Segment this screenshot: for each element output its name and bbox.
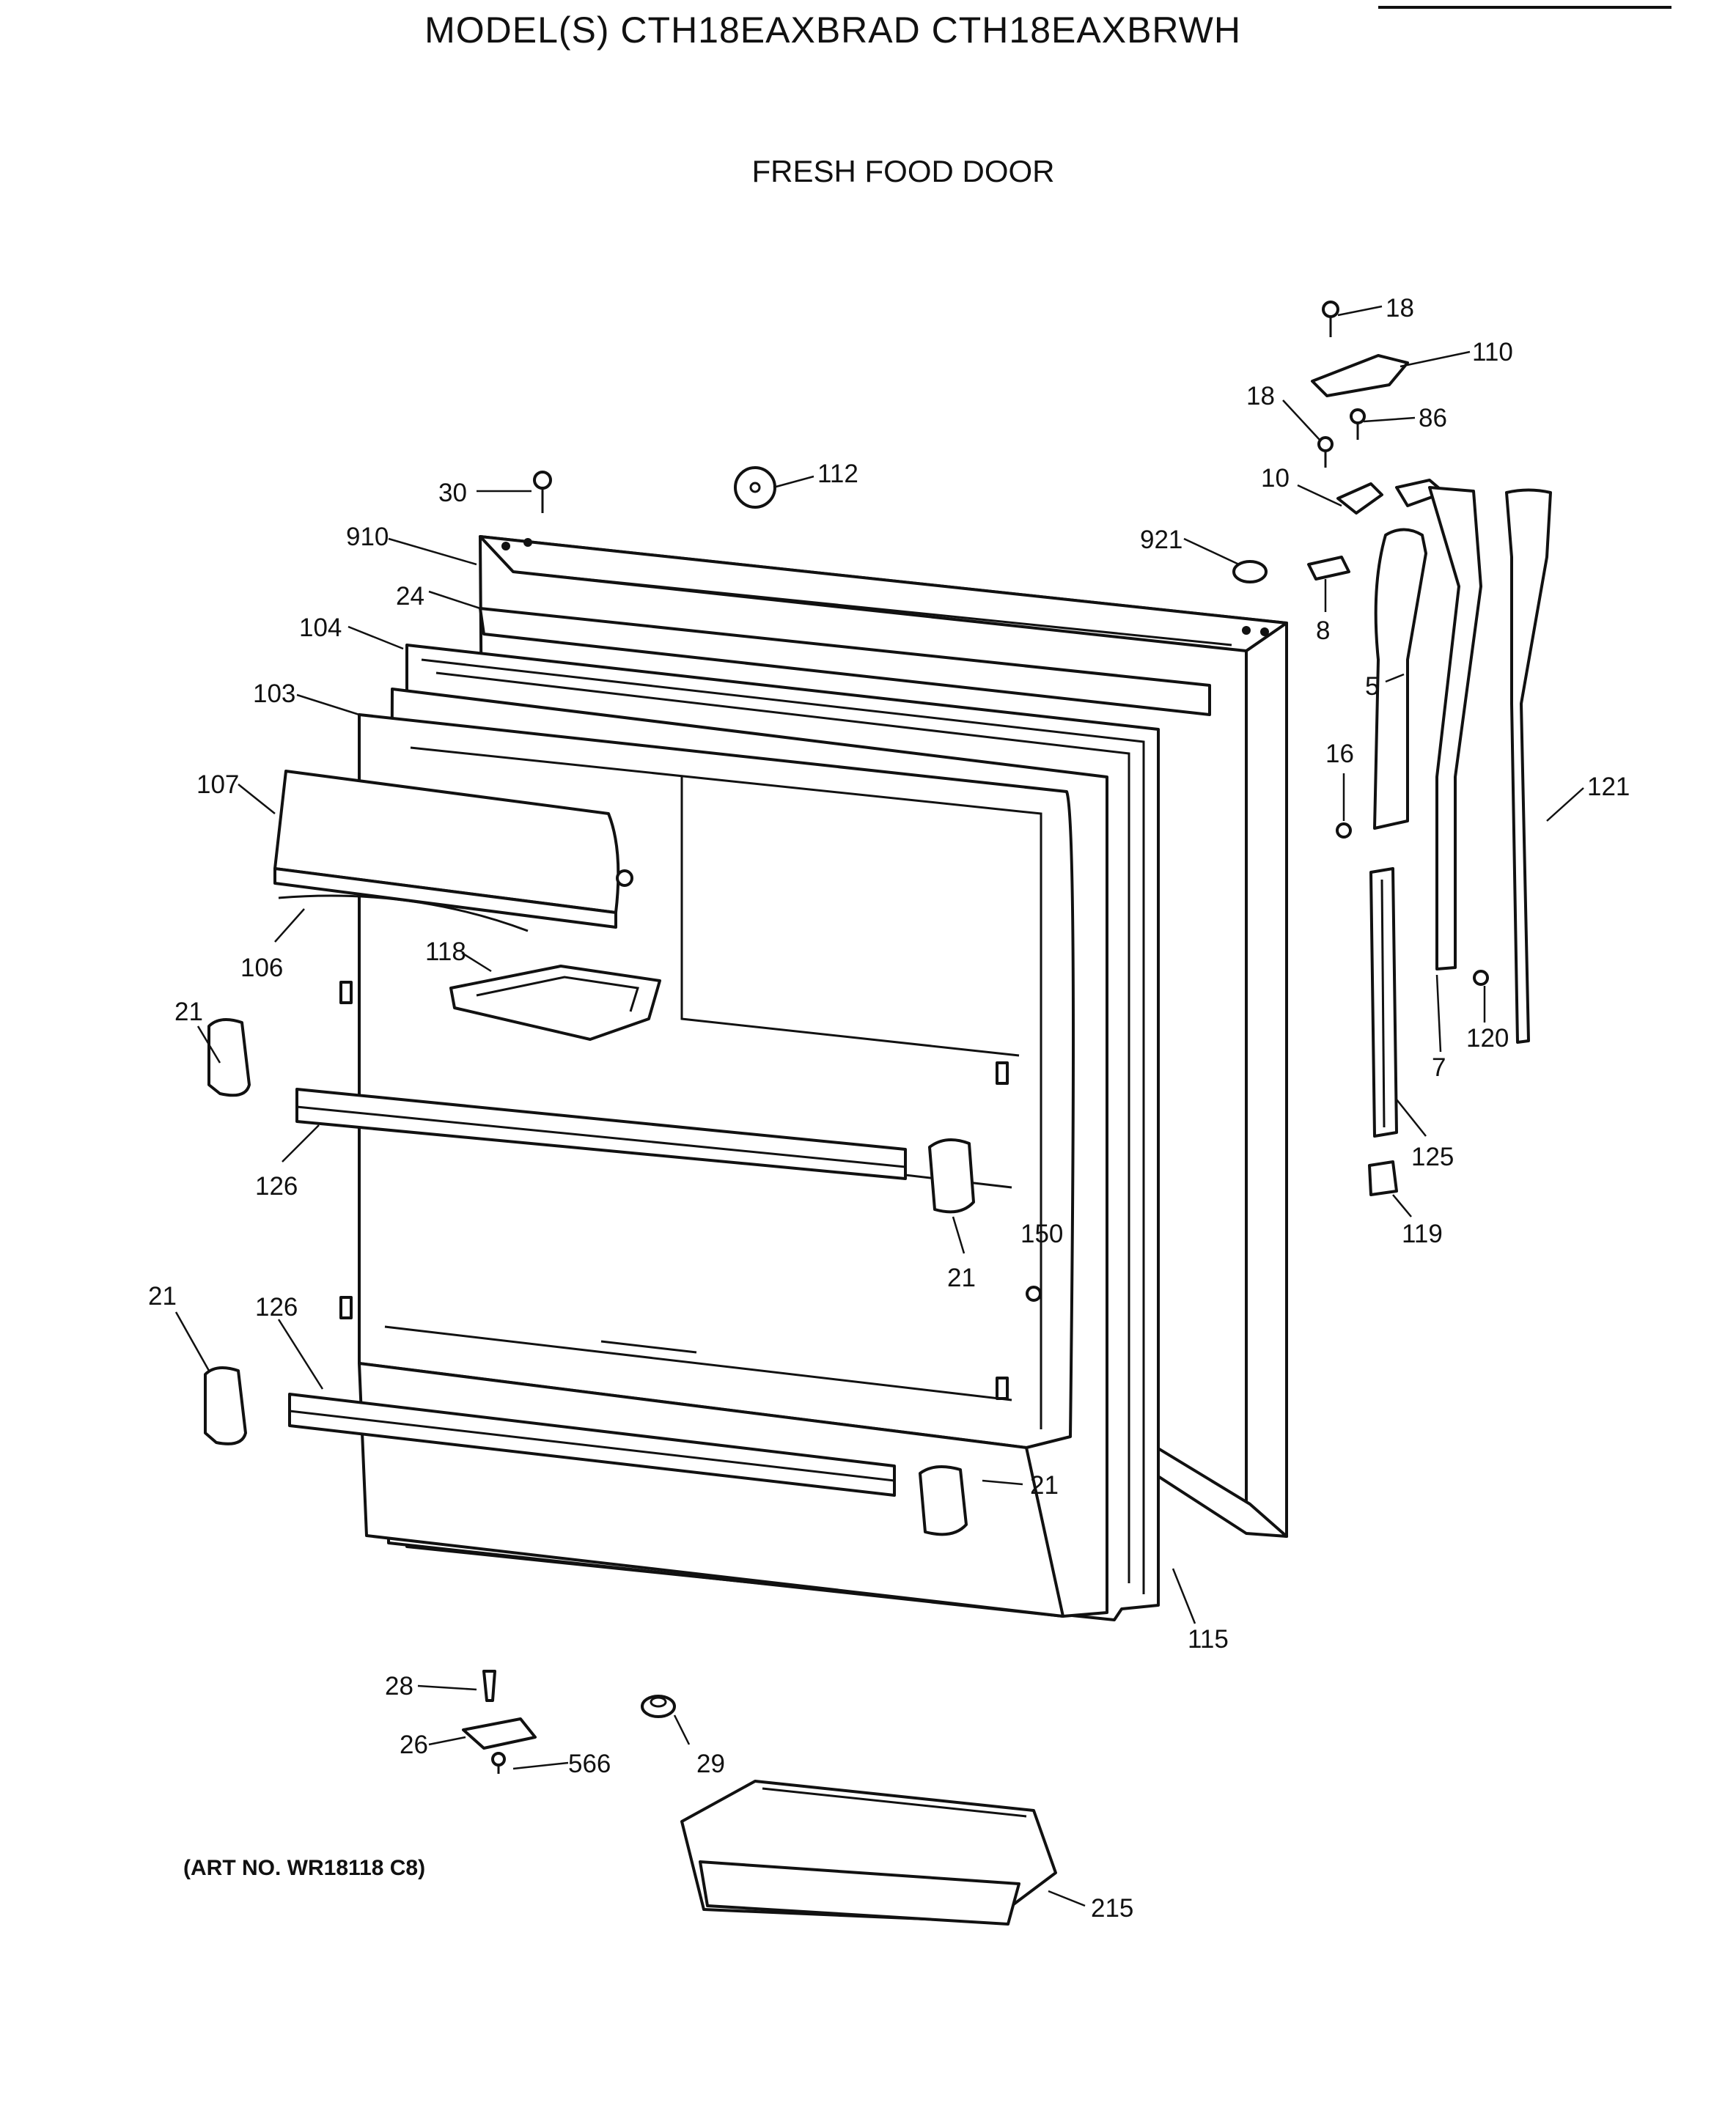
callout-label: 21 <box>174 998 203 1026</box>
header-rule <box>1378 6 1671 9</box>
door-bin <box>680 1780 1057 1926</box>
callout-label: 29 <box>696 1750 725 1778</box>
callout-label: 126 <box>255 1293 298 1322</box>
screw <box>533 301 1489 1302</box>
callout-label: 10 <box>1261 464 1290 493</box>
stop-pin <box>482 1670 496 1702</box>
art-number-note: (ART NO. WR18118 C8) <box>183 1856 426 1880</box>
handle-trim <box>1505 488 1552 1044</box>
callout-label: 110 <box>1472 338 1513 366</box>
handle-mount <box>1369 867 1398 1138</box>
callout-label: 7 <box>1432 1053 1446 1082</box>
door-shelf-lower <box>288 1393 896 1497</box>
callout-label: 5 <box>1365 672 1379 701</box>
callout-labels: 18 110 18 86 10 112 30 910 921 8 24 104 … <box>148 294 1630 1923</box>
hole-plug <box>734 466 1268 583</box>
callout-label: 125 <box>1411 1143 1454 1171</box>
dairy-compartment-door <box>273 770 633 932</box>
hinge-plate <box>1336 479 1446 515</box>
hinge-cover <box>1311 354 1409 397</box>
callout-label: 121 <box>1587 773 1630 801</box>
callout-label: 26 <box>400 1731 428 1759</box>
callout-label: 126 <box>255 1172 298 1201</box>
callout-label: 21 <box>947 1264 976 1292</box>
leader-lines <box>174 305 1584 1907</box>
door-stop-plate <box>462 1717 537 1750</box>
door-trim <box>479 607 1211 716</box>
butter-tray <box>449 965 661 1041</box>
shelf-end-cap <box>204 1018 975 1536</box>
callout-label: 921 <box>1140 526 1183 554</box>
callout-label: 30 <box>438 479 467 507</box>
callout-label: 24 <box>396 582 424 611</box>
callout-label: 118 <box>425 937 466 966</box>
callout-label: 21 <box>1030 1471 1059 1500</box>
callout-label: 566 <box>568 1750 611 1778</box>
door-bumper <box>641 1695 676 1718</box>
callout-label: 8 <box>1316 616 1330 645</box>
callout-label: 86 <box>1419 404 1447 432</box>
handle <box>1428 486 1482 970</box>
callout-label: 150 <box>1020 1220 1063 1248</box>
model-title: MODEL(S) CTH18EAXBRAD CTH18EAXBRWH <box>424 10 1241 51</box>
handle-end-cap <box>1373 528 1427 830</box>
callout-label: 119 <box>1402 1220 1443 1248</box>
handle-plug <box>1368 1160 1398 1196</box>
callout-label: 16 <box>1325 740 1354 768</box>
section-title: FRESH FOOD DOOR <box>751 154 1055 188</box>
callout-label: 28 <box>385 1672 413 1701</box>
callout-label: 107 <box>196 770 239 799</box>
callout-label: 18 <box>1386 294 1414 323</box>
callout-label: 120 <box>1466 1024 1509 1053</box>
hinge-pin <box>1307 556 1350 581</box>
callout-label: 18 <box>1246 382 1275 410</box>
door-shelf-upper <box>295 1088 907 1180</box>
callout-label: 215 <box>1091 1894 1133 1923</box>
callout-label: 21 <box>148 1282 177 1311</box>
callout-label: 112 <box>817 460 858 488</box>
callout-label: 104 <box>299 614 342 642</box>
plate-screw <box>491 1752 506 1774</box>
callout-label: 106 <box>240 954 283 982</box>
callout-label: 115 <box>1188 1625 1229 1654</box>
callout-label: 910 <box>346 523 389 551</box>
callout-label: 103 <box>253 679 295 708</box>
